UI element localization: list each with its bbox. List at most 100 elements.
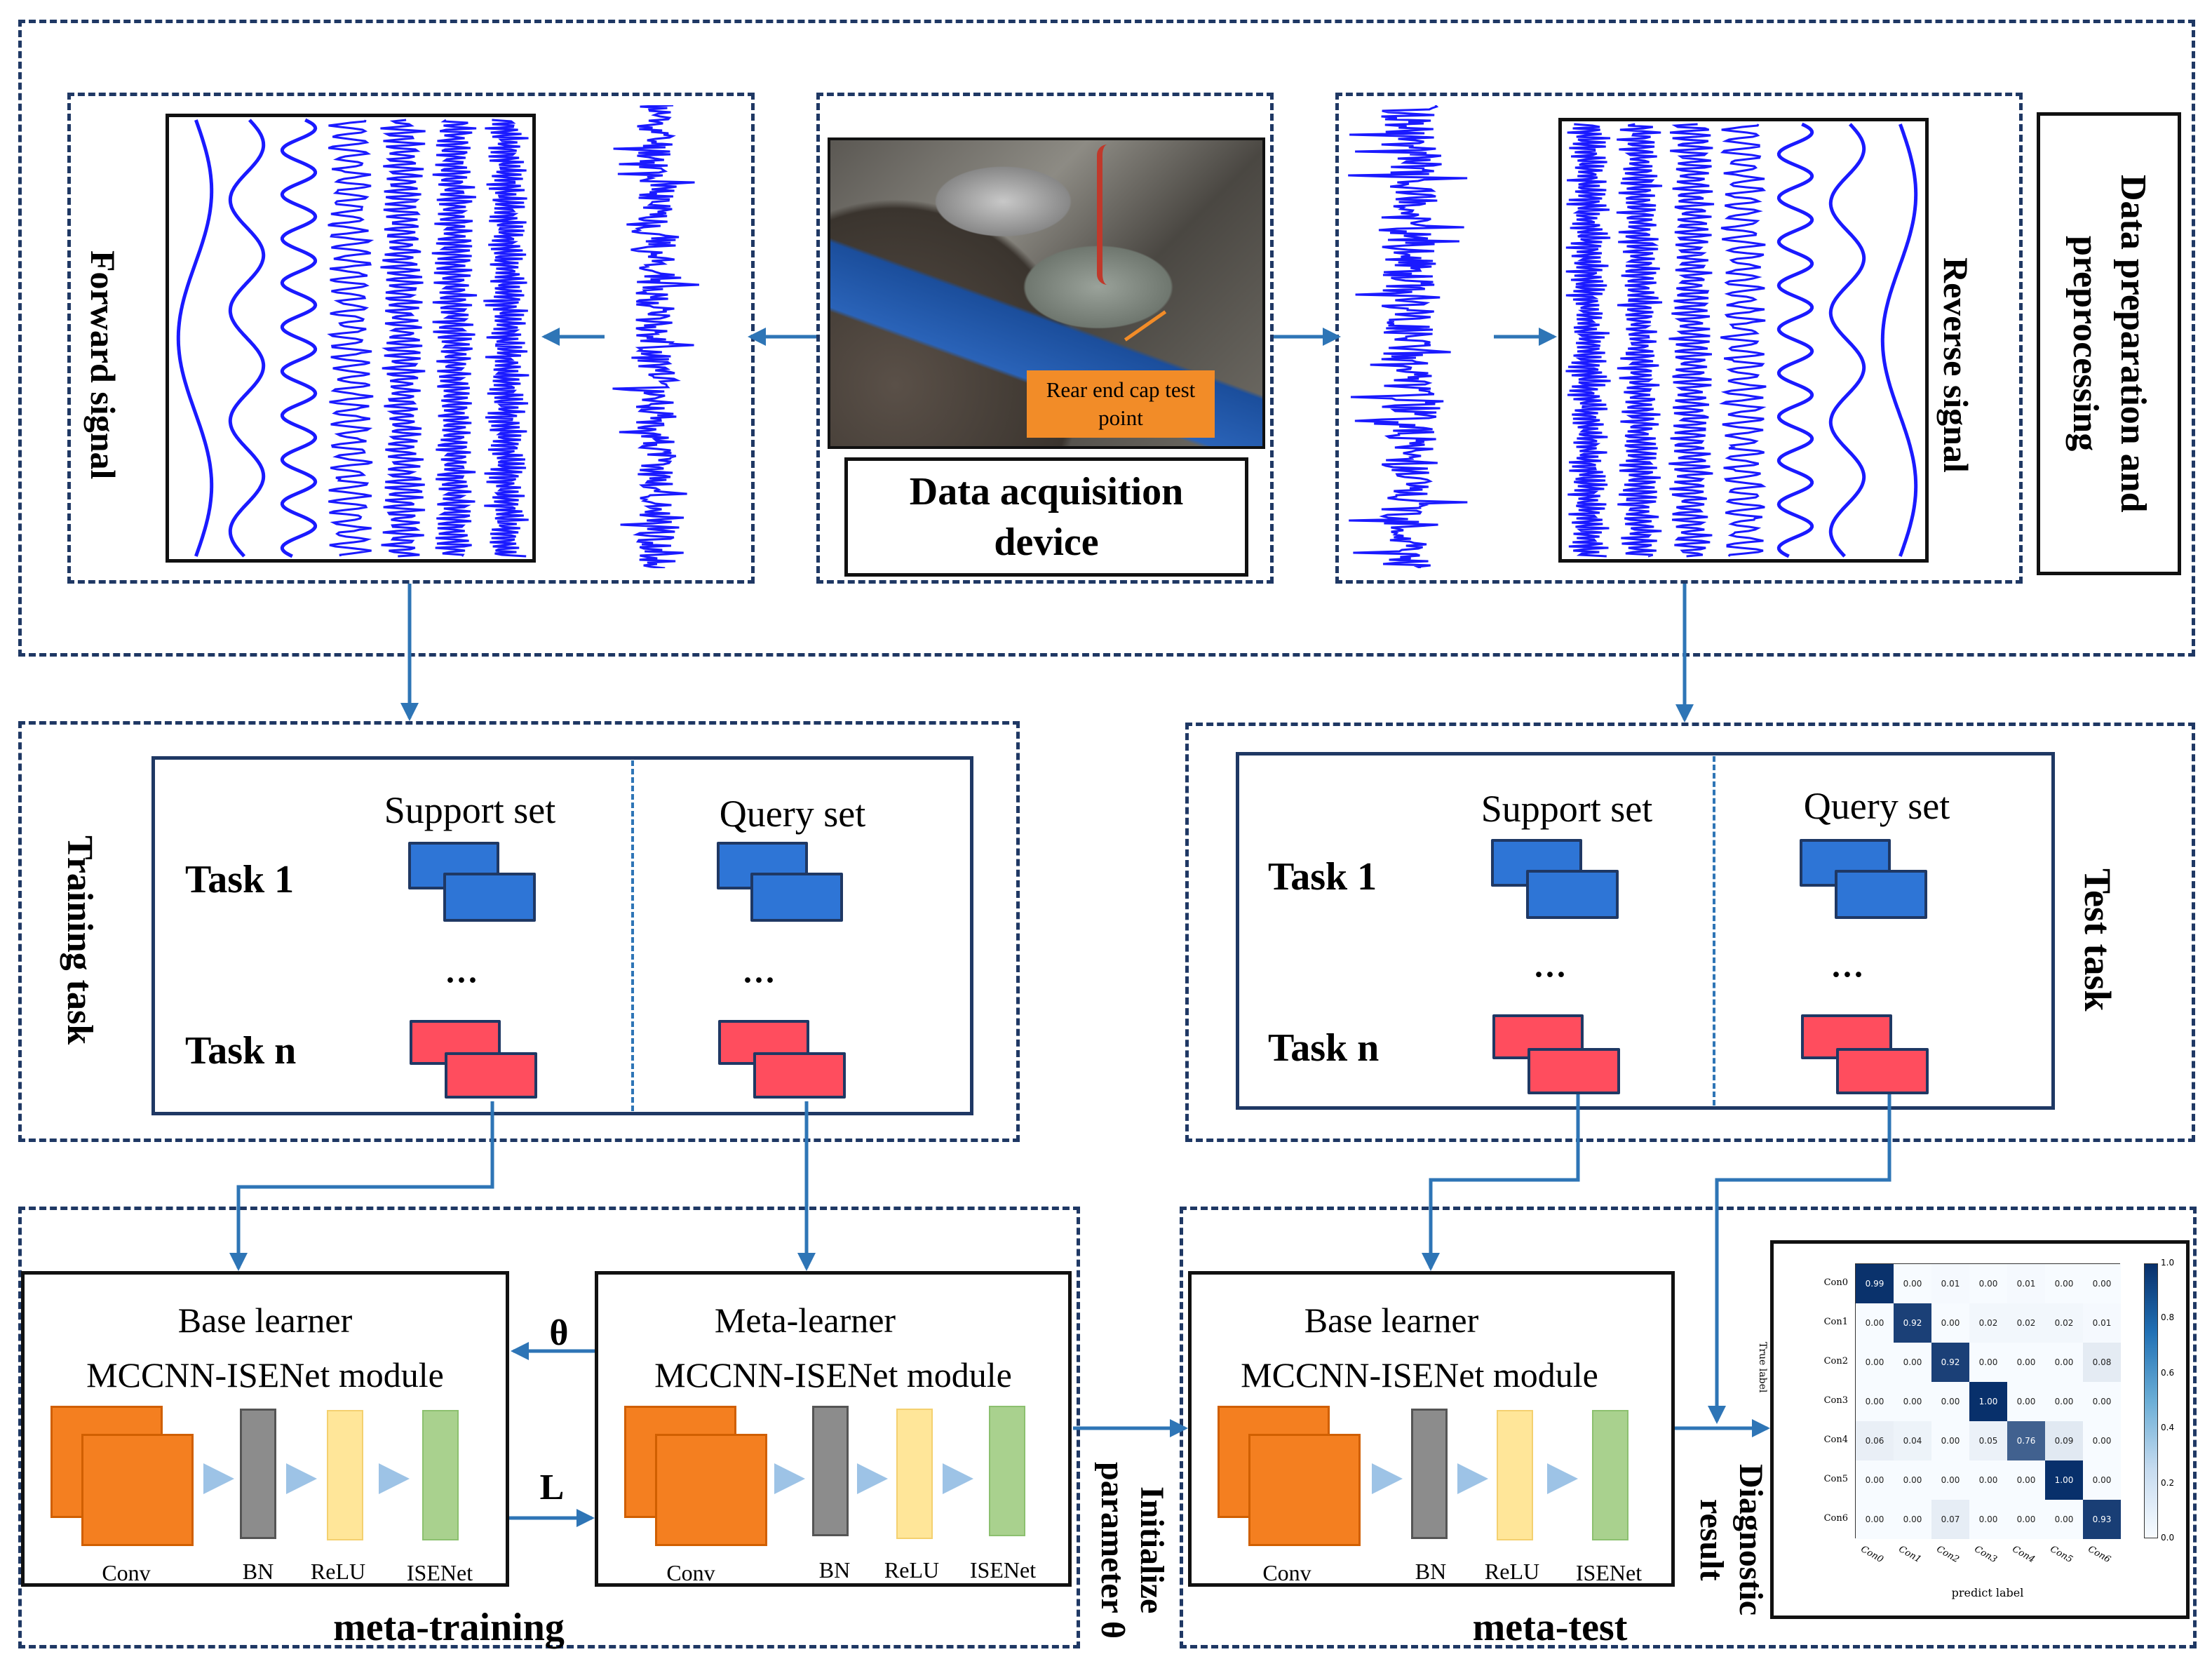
bn-label-test: BN [1415, 1558, 1447, 1584]
cm-cell-5-1: 0.00 [1894, 1460, 1931, 1500]
test-support-set-label: Support set [1481, 788, 1653, 830]
test-support-block-nb [1528, 1048, 1620, 1094]
test-task-section [1185, 723, 2195, 1142]
confusion-matrix-ylabel: True label [1757, 1342, 1768, 1393]
cm-col-label: Con3 [1972, 1544, 1999, 1566]
cm-cell-5-5: 1.00 [2045, 1460, 2083, 1500]
test-divider [1713, 756, 1715, 1106]
bn-label-train: BN [242, 1558, 274, 1584]
test-taskn-label: Task n [1268, 1026, 1380, 1070]
cm-cell-4-4: 0.76 [2007, 1421, 2045, 1460]
reverse-signal-label: Reverse signal [1936, 257, 1976, 473]
forward-imf-waveforms [176, 118, 530, 558]
test-query-set-label: Query set [1803, 785, 1950, 827]
flow-arrow-train-3 [379, 1463, 410, 1494]
flow-arrow-meta-3 [943, 1463, 973, 1494]
reverse-imf-6 [1828, 123, 1866, 558]
cm-cell-0-0: 0.99 [1856, 1264, 1894, 1303]
cm-cell-2-3: 0.00 [1969, 1343, 2007, 1382]
base-learner-title-test: Base learner [1304, 1301, 1479, 1340]
module-name-test: MCCNN-ISENet module [1241, 1355, 1598, 1395]
isenet-block-test [1592, 1410, 1628, 1540]
relu-label-train: ReLU [310, 1558, 366, 1584]
cm-cell-2-2: 0.92 [1931, 1343, 1969, 1382]
isenet-label-train: ISENet [406, 1559, 473, 1585]
cm-row-label: Con0 [1823, 1277, 1848, 1288]
cm-cell-0-5: 0.00 [2045, 1264, 2083, 1303]
cm-cell-3-1: 0.00 [1894, 1382, 1931, 1421]
isenet-label-test: ISENet [1575, 1559, 1643, 1585]
confusion-matrix-colorbar [2144, 1263, 2158, 1538]
cm-cell-2-0: 0.00 [1856, 1343, 1894, 1382]
cm-cell-0-2: 0.01 [1931, 1264, 1969, 1303]
cm-cell-6-3: 0.00 [1969, 1500, 2007, 1539]
training-task1-label: Task 1 [185, 858, 295, 901]
isenet-block-meta [989, 1406, 1025, 1536]
cm-cell-5-6: 0.00 [2083, 1460, 2121, 1500]
training-query-block-nb [753, 1052, 846, 1099]
forward-imf-5 [380, 119, 426, 558]
conv-block-front-test [1248, 1434, 1361, 1546]
reverse-imf-box [1558, 118, 1929, 563]
test-support-ellipsis: ··· [1533, 956, 1567, 993]
relu-block-meta [896, 1409, 933, 1539]
reverse-raw-trace [1348, 105, 1468, 568]
forward-imf-3 [280, 118, 318, 558]
cm-cell-5-4: 0.00 [2007, 1460, 2045, 1500]
training-support-set-label: Support set [384, 789, 556, 831]
flow-arrow-meta-1 [774, 1463, 805, 1494]
relu-label-test: ReLU [1484, 1558, 1540, 1584]
training-task-section [18, 721, 1020, 1142]
test-support-block-1b [1526, 870, 1619, 919]
isenet-block-train [422, 1410, 459, 1540]
cm-colorbar-tick: 0.2 [2161, 1477, 2175, 1488]
cm-cell-4-6: 0.00 [2083, 1421, 2121, 1460]
meta-learner-box [595, 1271, 1072, 1587]
test-task1-label: Task 1 [1268, 855, 1377, 899]
cm-cell-4-0: 0.06 [1856, 1421, 1894, 1460]
bn-block-train [240, 1409, 276, 1539]
cm-cell-4-5: 0.09 [2045, 1421, 2083, 1460]
cm-col-label: Con5 [2048, 1544, 2075, 1566]
conv-block-front-train [81, 1434, 194, 1546]
base-learner-box-test [1188, 1271, 1675, 1587]
conv-label-train: Conv [102, 1559, 151, 1585]
loss-label: L [539, 1467, 565, 1507]
flow-arrow-test-2 [1457, 1463, 1488, 1494]
training-query-set-label: Query set [719, 793, 866, 835]
cm-cell-5-2: 0.00 [1931, 1460, 1969, 1500]
cm-row-label: Con3 [1823, 1395, 1848, 1406]
cm-colorbar-tick: 0.4 [2161, 1423, 2175, 1433]
training-task-label: Training task [60, 835, 100, 1045]
data-acquisition-device-label: Data acquisition device [844, 457, 1248, 577]
cm-cell-1-4: 0.02 [2007, 1303, 2045, 1343]
reverse-imf-1 [1565, 123, 1611, 558]
cm-cell-3-3: 1.00 [1969, 1382, 2007, 1421]
meta-learner-title: Meta-learner [714, 1301, 896, 1340]
training-taskn-label: Task n [185, 1029, 297, 1073]
reverse-imf-waveforms [1565, 122, 1918, 558]
cm-cell-2-1: 0.00 [1894, 1343, 1931, 1382]
cm-cell-0-3: 0.00 [1969, 1264, 2007, 1303]
reverse-imf-2 [1616, 123, 1663, 558]
forward-imf-7 [483, 119, 530, 558]
cm-cell-1-0: 0.00 [1856, 1303, 1894, 1343]
cm-cell-5-3: 0.00 [1969, 1460, 2007, 1500]
test-task-panel [1236, 752, 2055, 1110]
forward-signal-label: Forward signal [83, 250, 123, 480]
cm-cell-4-2: 0.00 [1931, 1421, 1969, 1460]
training-support-block-nb [445, 1052, 537, 1099]
cm-cell-1-3: 0.02 [1969, 1303, 2007, 1343]
cm-col-label: Con4 [2010, 1544, 2037, 1566]
cm-cell-2-6: 0.08 [2083, 1343, 2121, 1382]
initialize-parameter-label: Initialize parameter θ [1094, 1461, 1171, 1639]
relu-block-test [1497, 1410, 1533, 1540]
conv-block-front-meta [655, 1434, 767, 1546]
cm-col-label: Con0 [1859, 1544, 1885, 1566]
cm-cell-1-1: 0.92 [1894, 1303, 1931, 1343]
forward-imf-4 [327, 119, 375, 557]
cm-row-label: Con2 [1823, 1356, 1848, 1366]
